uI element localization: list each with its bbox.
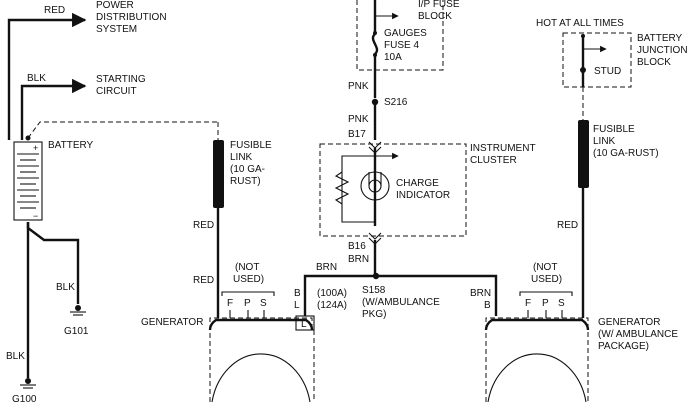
blk-wire-label-low: BLK (6, 351, 25, 362)
term-s-right: S (558, 298, 565, 309)
junction-dot-top (581, 34, 585, 38)
svg-text:+: + (33, 143, 38, 153)
battery-junction-label-3: BLOCK (637, 57, 671, 68)
g101-label: G101 (64, 326, 89, 337)
ip-fuse-block-label-1: I/P FUSE (418, 0, 460, 10)
brn-wire-label-left: BRN (316, 262, 337, 273)
generator-right-label-3: PACKAGE) (598, 341, 649, 352)
gauges-fuse-label-3: 10A (384, 52, 402, 63)
battery-junction-label-1: BATTERY (637, 33, 683, 44)
fusible-link-right-label-2: LINK (593, 136, 616, 147)
fps-right-pins (527, 310, 563, 318)
brn-wire-right (376, 274, 498, 316)
s158-label-1: S158 (362, 285, 386, 296)
battery-to-fusible-link-dashed (27, 121, 218, 139)
generator-right-label-2: (W/ AMBULANCE (598, 329, 678, 340)
generator-right-housing (484, 317, 590, 402)
instrument-cluster-box (319, 143, 467, 237)
hot-at-all-times-label: HOT AT ALL TIMES (536, 18, 624, 29)
stud-dot (580, 67, 586, 73)
fps-left-pins (229, 310, 265, 318)
gauges-fuse-label-1: GAUGES (384, 28, 427, 39)
pnk-wire-label-lower: PNK (348, 114, 369, 125)
gauges-fuse-label-2: FUSE 4 (384, 40, 419, 51)
term-b-right: B (484, 300, 491, 311)
battery-junction-label-2: JUNCTION (637, 45, 688, 56)
term-p-left: P (244, 298, 251, 309)
fusible-link-right-symbol (578, 120, 589, 188)
amp-100-label: (100A) (317, 288, 347, 299)
not-used-left-label-2: USED) (233, 274, 264, 285)
starting-circuit-label-1: STARTING (96, 74, 146, 85)
fusible-link-left-label-1: FUSIBLE (230, 140, 272, 151)
power-distribution-label-1: POWER (96, 0, 134, 11)
charge-indicator-label-2: INDICATOR (396, 190, 450, 201)
b16-label: B16 (348, 241, 366, 252)
not-used-right-bracket (519, 291, 573, 296)
red-wire-label-left-2: RED (193, 275, 214, 286)
fusible-link-right-label-1: FUSIBLE (593, 124, 635, 135)
g100-ground-symbol (20, 378, 36, 389)
brn-wire-label-center: BRN (348, 254, 369, 265)
s158-label-2: (W/AMBULANCE (362, 297, 440, 308)
power-distribution-wire (7, 12, 87, 130)
fusible-link-right-label-3: (10 GA-RUST) (593, 148, 659, 159)
b17-label: B17 (348, 129, 366, 140)
generator-right-label-1: GENERATOR (598, 317, 660, 328)
charge-indicator-label-1: CHARGE (396, 178, 439, 189)
charge-indicator-lamp (360, 171, 390, 201)
s158-label-3: PKG) (362, 309, 386, 320)
ip-fuse-block-box (356, 0, 444, 71)
ip-fuse-block-label-2: BLOCK (418, 11, 452, 22)
term-p-right: P (542, 298, 549, 309)
instrument-cluster-label-2: CLUSTER (470, 155, 517, 166)
fusible-link-left-label-3: (10 GA- (230, 164, 265, 175)
starting-circuit-wire (20, 78, 87, 130)
blk-wire-label-mid: BLK (56, 282, 75, 293)
fusible-link-left-label-4: RUST) (230, 176, 261, 187)
fusible-link-left-label-2: LINK (230, 152, 253, 163)
red-wire-label-right: RED (557, 220, 578, 231)
not-used-right-label-1: (NOT (533, 262, 557, 273)
pnk-wire-label-upper: PNK (348, 81, 369, 92)
stud-label: STUD (594, 66, 621, 77)
brn-wire-label-right: BRN (470, 288, 491, 299)
term-l-box: L (301, 319, 307, 330)
term-f-left: F (227, 298, 233, 309)
starting-circuit-label-2: CIRCUIT (96, 86, 137, 97)
gauges-fuse-symbol (369, 31, 381, 57)
not-used-left-bracket (221, 291, 275, 296)
svg-text:−: − (33, 211, 38, 221)
generator-left-housing (208, 317, 315, 402)
instrument-cluster-label-1: INSTRUMENT (470, 143, 536, 154)
battery-label: BATTERY (48, 140, 94, 151)
term-f-right: F (525, 298, 531, 309)
g101-ground-symbol (70, 305, 86, 316)
fusible-link-left-symbol (213, 140, 224, 208)
power-distribution-label-2: DISTRIBUTION (96, 12, 167, 23)
red-wire-label: RED (44, 5, 65, 16)
battery-symbol: + − (13, 141, 43, 221)
generator-left-label: GENERATOR (141, 317, 203, 328)
generator-left-l-wire (303, 274, 376, 316)
battery-junction-block-box (562, 32, 632, 88)
term-s-left: S (260, 298, 267, 309)
s216-label: S216 (384, 97, 408, 108)
cluster-resistor-loop (341, 155, 375, 223)
power-distribution-label-3: SYSTEM (96, 24, 137, 35)
not-used-right-label-2: USED) (531, 274, 562, 285)
charge-resistor-symbol (334, 171, 350, 205)
g100-label: G100 (12, 394, 37, 402)
battery-junction-dot (25, 135, 31, 141)
term-l-left: L (294, 300, 300, 311)
red-wire-label-left-1: RED (193, 220, 214, 231)
not-used-left-label-1: (NOT (235, 262, 259, 273)
blk-wire-label-top: BLK (27, 73, 46, 84)
amp-124-label: (124A) (317, 300, 347, 311)
term-b-left: B (294, 288, 301, 299)
